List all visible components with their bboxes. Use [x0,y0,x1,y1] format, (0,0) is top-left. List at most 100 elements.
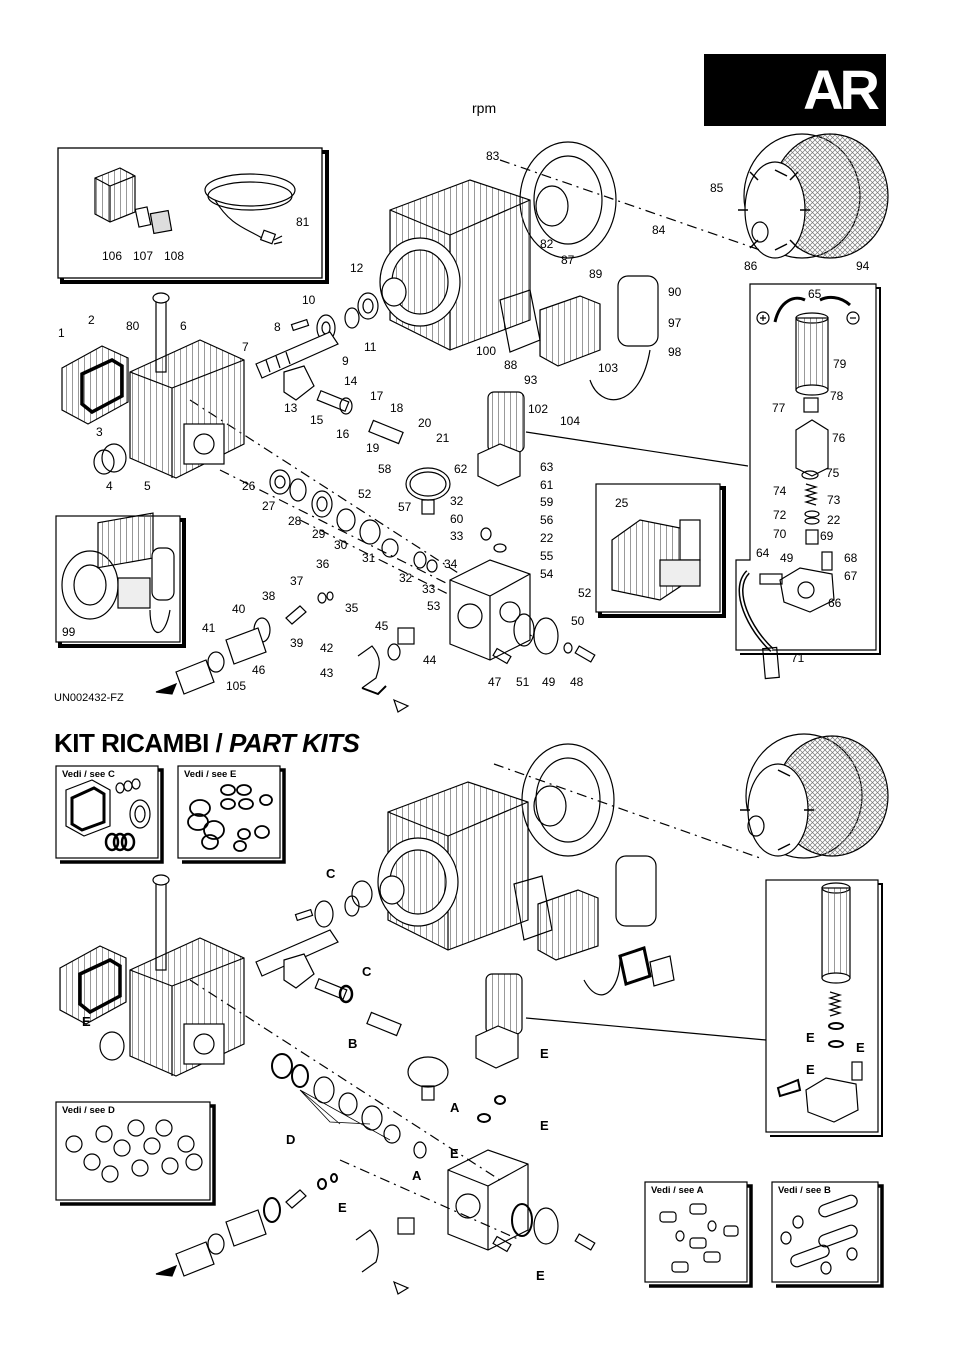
callout-46: 46 [252,663,266,677]
callout-47: 47 [488,675,502,689]
callout-1: 1 [58,326,65,340]
part-kits-title: KIT RICAMBI / PART KITS [54,728,360,759]
kit-box-label: Vedi / see C [62,769,115,780]
callout-82: 82 [540,237,554,251]
callout-103: 103 [598,361,618,375]
callout-102: 102 [528,402,548,416]
callout-89: 89 [589,267,603,281]
callout-36: 36 [316,557,330,571]
callout-10: 10 [302,293,316,307]
callout-21: 21 [436,431,450,445]
callout-65: 65 [808,287,822,301]
callout-49: 49 [780,551,794,565]
callout-42: 42 [320,641,334,655]
callout-107: 107 [133,249,153,263]
callout-29: 29 [312,527,326,541]
callout-34: 34 [444,557,458,571]
callout-75: 75 [826,466,840,480]
callout-5: 5 [144,479,151,493]
callout-2: 2 [88,313,95,327]
callout-51: 51 [516,675,530,689]
kit-box-labels: Vedi / see C Vedi / see E Vedi / see D Vedi… [62,769,831,1196]
kit-letter-e: E [536,1268,545,1283]
kit-letter-e: E [540,1046,549,1061]
callout-55: 55 [540,549,554,563]
kit-letter-a: A [412,1168,422,1183]
kit-letter-e: E [856,1040,865,1055]
kit-letter-e: E [540,1118,549,1133]
callout-6: 6 [180,319,187,333]
callout-41: 41 [202,621,216,635]
brand-logo-text: AR [803,58,880,121]
part-kits-title-italic: PART KITS [229,728,360,758]
kit-letter-c: C [326,866,336,881]
callout-66: 66 [828,596,842,610]
callout-64: 64 [756,546,770,560]
callout-76: 76 [832,431,846,445]
kit-letter-a: A [450,1100,460,1115]
callout-79: 79 [833,357,847,371]
callout-35: 35 [345,601,359,615]
callout-16: 16 [336,427,350,441]
kit-box-label: Vedi / see B [778,1185,831,1196]
callout-32: 32 [450,494,464,508]
callout-32: 32 [399,571,413,585]
callout-38: 38 [262,589,276,603]
rpm-label: rpm [472,100,497,116]
callout-19: 19 [366,441,380,455]
lower-kit-view [55,733,889,1295]
callout-106: 106 [102,249,122,263]
kit-letter-e: E [806,1030,815,1045]
callout-105: 105 [226,679,246,693]
callout-43: 43 [320,666,334,680]
callout-57: 57 [398,500,412,514]
callout-22: 22 [827,513,841,527]
callout-87: 87 [561,253,575,267]
kit-letter-d: D [286,1132,295,1147]
kit-letter-c: C [362,964,372,979]
callout-63: 63 [540,460,554,474]
callout-83: 83 [486,149,500,163]
callout-100: 100 [476,344,496,358]
callout-13: 13 [284,401,298,415]
callout-93: 93 [524,373,538,387]
kit-box-label: Vedi / see E [184,769,236,780]
part-kits-title-regular: KIT RICAMBI / [54,728,229,758]
callout-56: 56 [540,513,554,527]
callout-98: 98 [668,345,682,359]
callout-4: 4 [106,479,113,493]
callout-27: 27 [262,499,276,513]
callout-60: 60 [450,512,464,526]
callout-20: 20 [418,416,432,430]
callout-62: 62 [454,462,468,476]
callout-9: 9 [342,354,349,368]
callout-22: 22 [540,531,554,545]
callout-86: 86 [744,259,758,273]
callout-61: 61 [540,478,554,492]
kit-letter-e: E [450,1146,459,1161]
callout-12: 12 [350,261,364,275]
callout-8: 8 [274,320,281,334]
drawing-code: UN002432-FZ [54,692,124,704]
callout-97: 97 [668,316,682,330]
callout-31: 31 [362,551,376,565]
callout-33: 33 [422,582,436,596]
callout-40: 40 [232,602,246,616]
callout-68: 68 [844,551,858,565]
callout-88: 88 [504,358,518,372]
upper-exploded-view [55,133,889,713]
callout-28: 28 [288,514,302,528]
callout-73: 73 [827,493,841,507]
kit-box-label: Vedi / see D [62,1105,115,1116]
callout-94: 94 [856,259,870,273]
callout-44: 44 [423,653,437,667]
callout-15: 15 [310,413,324,427]
callout-53: 53 [427,599,441,613]
callout-72: 72 [773,508,787,522]
brand-logo: AR [704,54,886,126]
kit-letter-e: E [338,1200,347,1215]
callout-17: 17 [370,389,384,403]
